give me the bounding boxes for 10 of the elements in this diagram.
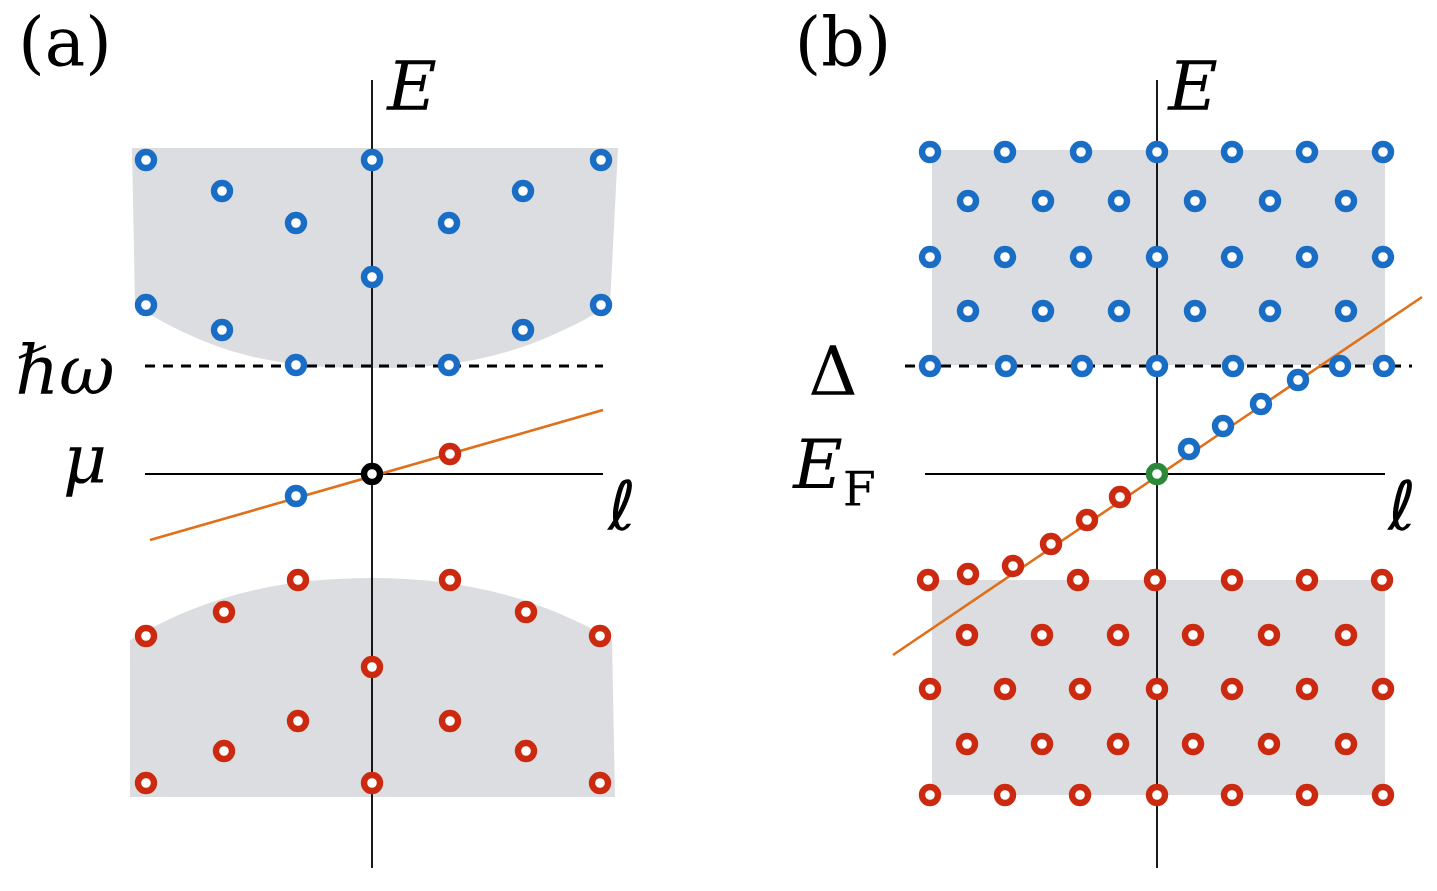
axis-label: ℓ <box>1387 479 1412 531</box>
axis-label: E <box>1167 60 1217 110</box>
level-label: E$_{F}$ <box>792 438 874 506</box>
axis-label: ℓ <box>607 479 632 531</box>
panel-label: (b) <box>800 13 886 77</box>
level-label: μ <box>65 447 104 497</box>
panel-label: (a) <box>23 13 107 77</box>
level-label: ℏω <box>18 342 112 394</box>
level-label: Δ <box>811 345 855 395</box>
axis-label: E <box>386 60 436 110</box>
